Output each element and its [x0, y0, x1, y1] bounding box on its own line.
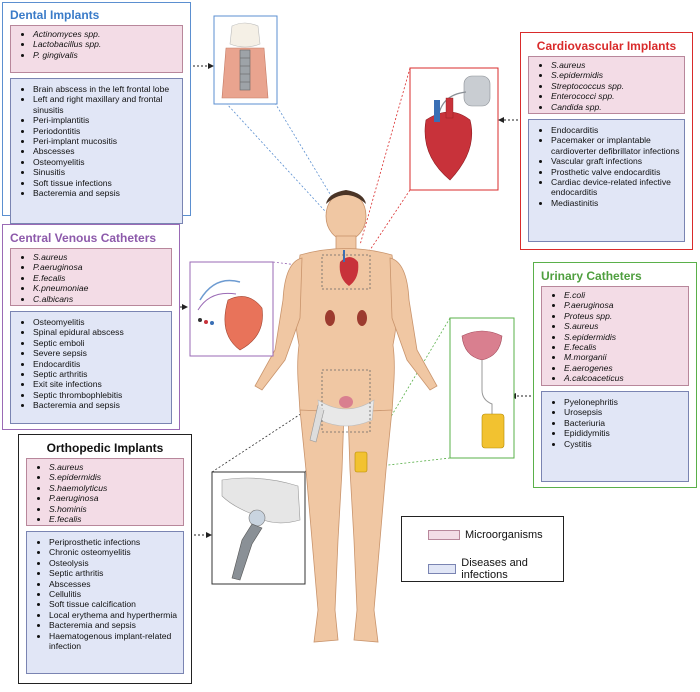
- ortho-microorganisms-box: S.aureus S.epidermidis S.haemolyticus P.…: [26, 458, 184, 526]
- list-item: Septic emboli: [33, 338, 167, 348]
- list-item: Cellulitis: [49, 589, 179, 599]
- list-item: Periprosthetic infections: [49, 537, 179, 547]
- dental-microorganisms-box: Actinomyces spp. Lactobacillus spp. P. g…: [10, 25, 183, 73]
- urinary-catheters-title: Urinary Catheters: [541, 269, 642, 283]
- list-item: S.epidermidis: [49, 472, 179, 482]
- list-item: Spinal epidural abscess: [33, 327, 167, 337]
- list-item: C.albicans: [33, 294, 167, 304]
- list-item: P. gingivalis: [33, 50, 178, 60]
- list-item: Endocarditis: [551, 125, 680, 135]
- cardio-diseases-box: Endocarditis Pacemaker or implantable ca…: [528, 119, 685, 242]
- list-item: P.aeruginosa: [33, 262, 167, 272]
- central-venous-catheters-title: Central Venous Catheters: [10, 231, 157, 245]
- list-item: Septic arthritis: [33, 369, 167, 379]
- dental-implants-title: Dental Implants: [10, 8, 100, 22]
- list-item: S.hominis: [49, 504, 179, 514]
- list-item: Urosepsis: [564, 407, 684, 417]
- list-item: Abscesses: [49, 579, 179, 589]
- urinary-diseases-box: Pyelonephritis Urosepsis Bacteriuria Epi…: [541, 391, 689, 482]
- list-item: S.haemolyticus: [49, 483, 179, 493]
- orthopedic-implants-title: Orthopedic Implants: [46, 441, 164, 455]
- list-item: Cystitis: [564, 439, 684, 449]
- dental-diseases-box: Brain abscess in the left frontal lobe L…: [10, 78, 183, 224]
- dental-implants-panel: Dental Implants Actinomyces spp. Lactoba…: [2, 2, 191, 224]
- central-venous-catheters-panel: Central Venous Catheters S.aureus P.aeru…: [2, 224, 180, 430]
- list-item: Haematogenous implant-related infection: [49, 631, 179, 652]
- legend: Microorganisms Diseases and infections: [401, 516, 564, 582]
- list-item: Pyelonephritis: [564, 397, 684, 407]
- list-item: Endocarditis: [33, 359, 167, 369]
- ortho-diseases-box: Periprosthetic infections Chronic osteom…: [26, 531, 184, 674]
- list-item: Septic arthritis: [49, 568, 179, 578]
- list-item: M.morganii: [564, 352, 684, 362]
- diseases-swatch: [428, 564, 457, 574]
- list-item: S.epidermidis: [551, 70, 680, 80]
- list-item: Periodontitis: [33, 126, 178, 136]
- list-item: Left and right maxillary and frontal sin…: [33, 94, 178, 115]
- list-item: P.aeruginosa: [49, 493, 179, 503]
- list-item: Actinomyces spp.: [33, 29, 178, 39]
- microorganisms-swatch: [428, 530, 460, 540]
- list-item: Vascular graft infections: [551, 156, 680, 166]
- legend-label: Diseases and infections: [461, 557, 528, 581]
- list-item: Exit site infections: [33, 379, 167, 389]
- list-item: Proteus spp.: [564, 311, 684, 321]
- legend-item-diseases: Diseases and infections: [428, 557, 563, 581]
- list-item: S.aureus: [33, 252, 167, 262]
- list-item: Osteomyelitis: [33, 157, 178, 167]
- list-item: Osteomyelitis: [33, 317, 167, 327]
- list-item: A.calcoaceticus: [564, 373, 684, 383]
- list-item: Mediastinitis: [551, 198, 680, 208]
- cvc-diseases-box: Osteomyelitis Spinal epidural abscess Se…: [10, 311, 172, 424]
- list-item: E.fecalis: [564, 342, 684, 352]
- cardio-microorganisms-box: S.aureus S.epidermidis Streptococcus spp…: [528, 56, 685, 114]
- cvc-microorganisms-box: S.aureus P.aeruginosa E.fecalis K.pneumo…: [10, 248, 172, 306]
- list-item: Prosthetic valve endocarditis: [551, 167, 680, 177]
- list-item: Streptococcus spp.: [551, 81, 680, 91]
- legend-item-microorganisms: Microorganisms: [428, 529, 543, 541]
- urinary-microorganisms-box: E.coli P.aeruginosa Proteus spp. S.aureu…: [541, 286, 689, 386]
- list-item: Bacteremia and sepsis: [33, 188, 178, 198]
- list-item: E.aerogenes: [564, 363, 684, 373]
- list-item: Pacemaker or implantable cardioverter de…: [551, 135, 680, 156]
- orthopedic-implants-panel: Orthopedic Implants S.aureus S.epidermid…: [18, 434, 192, 684]
- list-item: Soft tissue calcification: [49, 599, 179, 609]
- list-item: S.epidermidis: [564, 332, 684, 342]
- list-item: Sinusitis: [33, 167, 178, 177]
- list-item: Soft tissue infections: [33, 178, 178, 188]
- list-item: Brain abscess in the left frontal lobe: [33, 84, 178, 94]
- list-item: Bacteremia and sepsis: [33, 400, 167, 410]
- urinary-catheters-panel: Urinary Catheters E.coli P.aeruginosa Pr…: [533, 262, 697, 488]
- legend-label: Microorganisms: [465, 529, 543, 541]
- list-item: Chronic osteomyelitis: [49, 547, 179, 557]
- list-item: Severe sepsis: [33, 348, 167, 358]
- list-item: Bacteriuria: [564, 418, 684, 428]
- list-item: S.aureus: [564, 321, 684, 331]
- list-item: K.pneumoniae: [33, 283, 167, 293]
- list-item: E.coli: [564, 290, 684, 300]
- list-item: Peri-implant mucositis: [33, 136, 178, 146]
- list-item: Lactobacillus spp.: [33, 39, 178, 49]
- list-item: Enterococci spp.: [551, 91, 680, 101]
- list-item: Osteolysis: [49, 558, 179, 568]
- list-item: Abscesses: [33, 146, 178, 156]
- list-item: Cardiac device-related infective endocar…: [551, 177, 680, 198]
- list-item: Epididymitis: [564, 428, 684, 438]
- list-item: E.fecalis: [49, 514, 179, 524]
- list-item: Candida spp.: [551, 102, 680, 112]
- list-item: S.aureus: [551, 60, 680, 70]
- cardiovascular-implants-panel: Cardiovascular Implants S.aureus S.epide…: [520, 32, 693, 250]
- list-item: Septic thrombophlebitis: [33, 390, 167, 400]
- list-item: E.fecalis: [33, 273, 167, 283]
- cardiovascular-implants-title: Cardiovascular Implants: [536, 39, 677, 53]
- list-item: P.aeruginosa: [564, 300, 684, 310]
- list-item: Peri-implantitis: [33, 115, 178, 125]
- list-item: Bacteremia and sepsis: [49, 620, 179, 630]
- list-item: S.aureus: [49, 462, 179, 472]
- list-item: Local erythema and hyperthermia: [49, 610, 179, 620]
